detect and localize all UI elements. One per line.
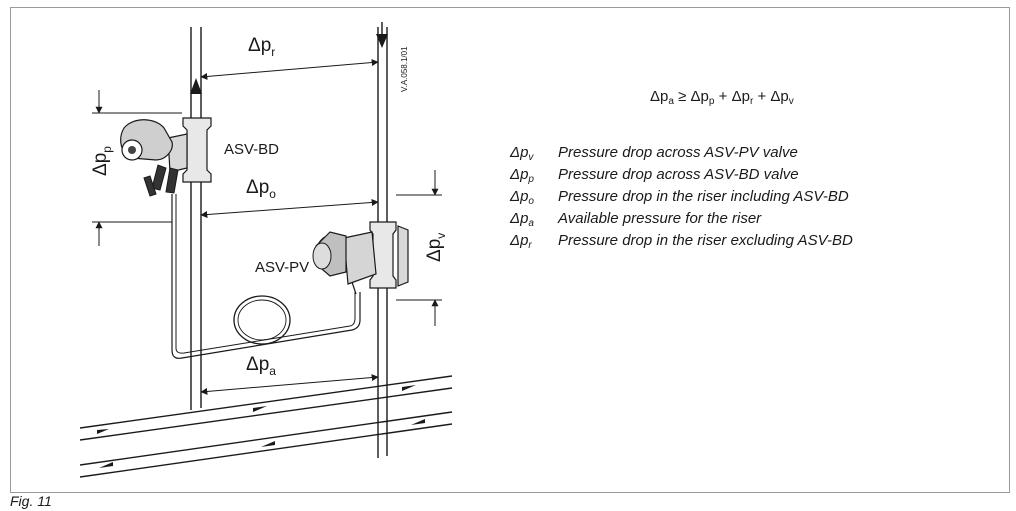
label-asv-bd: ASV-BD [224, 141, 279, 158]
asv-bd-valve [120, 117, 212, 197]
legend-item: Δpr Pressure drop in the riser excluding … [510, 230, 853, 252]
label-dp-o: Δpo [246, 177, 276, 201]
legend-item: Δpa Available pressure for the riser [510, 208, 853, 230]
riser-flow-arrow-down [376, 34, 388, 48]
legend: Δpv Pressure drop across ASV-PV valve Δpp… [510, 142, 853, 252]
figure-frame [10, 7, 1010, 493]
label-dp-r: Δpr [248, 35, 275, 59]
label-dp-a: Δpa [246, 354, 276, 378]
legend-text: Pressure drop across ASV-PV valve [558, 144, 798, 161]
legend-text: Available pressure for the riser [558, 210, 762, 227]
label-dp-v: Δpv [424, 233, 448, 262]
drawing-code: V.A.058.1/01 [400, 46, 409, 92]
flow-arrows [97, 385, 425, 468]
dim-dp-r [200, 59, 379, 80]
dim-dp-a [200, 374, 379, 395]
asv-pv-valve [312, 221, 409, 295]
tube-coil [233, 295, 291, 345]
supply-pipe [79, 375, 453, 441]
legend-item: Δpv Pressure drop across ASV-PV valve [510, 142, 853, 164]
legend-item: Δpp Pressure drop across ASV-BD valve [510, 164, 853, 186]
return-pipe [79, 411, 453, 478]
legend-symbol: Δpv [510, 144, 534, 163]
figure-caption: Fig. 11 [10, 493, 52, 509]
label-dp-p: Δpp [90, 146, 114, 176]
pressure-formula: Δpa ≥ Δpp + Δpr + Δpv [650, 88, 794, 107]
legend-symbol: Δpr [510, 232, 532, 251]
dim-dp-v [396, 170, 442, 326]
legend-symbol: Δpp [510, 166, 534, 185]
legend-item: Δpo Pressure drop in the riser including … [510, 186, 853, 208]
legend-symbol: Δpo [510, 188, 534, 207]
dim-dp-p [92, 90, 182, 246]
dim-dp-o [200, 198, 379, 219]
riser-flow-arrow-up [190, 78, 202, 94]
label-asv-pv: ASV-PV [255, 259, 309, 276]
legend-symbol: Δpa [510, 210, 534, 229]
legend-text: Pressure drop in the riser including ASV… [558, 188, 849, 205]
legend-text: Pressure drop across ASV-BD valve [558, 166, 799, 183]
legend-text: Pressure drop in the riser excluding ASV… [558, 232, 853, 249]
